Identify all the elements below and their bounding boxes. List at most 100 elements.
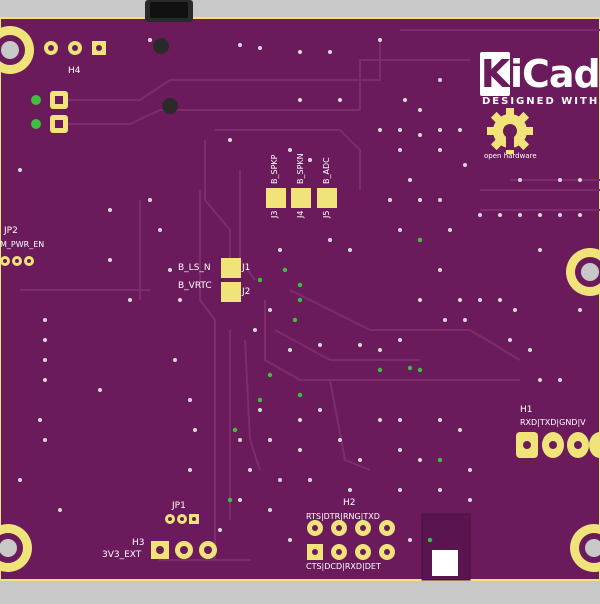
via-green: [267, 372, 273, 378]
h3-ref: H3: [132, 538, 145, 548]
h3-net: 3V3_EXT: [102, 550, 142, 560]
via-green: [297, 392, 303, 398]
via: [513, 308, 517, 312]
via: [508, 338, 512, 342]
via: [278, 248, 282, 252]
via: [358, 458, 362, 462]
h3-pads: [151, 541, 217, 559]
via: [168, 268, 172, 272]
h1-pads: [516, 432, 600, 458]
via: [578, 308, 582, 312]
large-vias: [153, 38, 178, 114]
via: [578, 213, 582, 217]
via-green: [257, 277, 263, 283]
via: [378, 418, 382, 422]
via: [538, 248, 542, 252]
via: [458, 298, 462, 302]
via: [558, 213, 562, 217]
via-green: [297, 297, 303, 303]
via: [228, 138, 232, 142]
via: [478, 213, 482, 217]
via: [328, 50, 332, 54]
via: [498, 213, 502, 217]
via: [218, 528, 222, 532]
via: [258, 408, 262, 412]
kicad-tagline: DESIGNED WITH: [482, 96, 600, 107]
via: [403, 98, 407, 102]
h2-pads: [307, 520, 395, 560]
via: [238, 438, 242, 442]
via: [288, 348, 292, 352]
via: [43, 318, 47, 322]
j3-net: B_SPKP: [270, 154, 279, 184]
open-hardware-label: open hardware: [484, 152, 537, 160]
kicad-logo: KiCad DESIGNED WITH open hardware: [480, 48, 600, 168]
via: [128, 298, 132, 302]
via: [308, 478, 312, 482]
h1-ref: H1: [520, 405, 533, 415]
via: [348, 488, 352, 492]
via: [388, 198, 392, 202]
via: [418, 133, 422, 137]
via-green: [407, 365, 413, 371]
h4-ref: H4: [68, 66, 81, 76]
via: [308, 158, 312, 162]
via: [148, 198, 152, 202]
via: [398, 418, 402, 422]
via: [538, 378, 542, 382]
via-green: [427, 537, 433, 543]
jp2-net: M_PWR_EN: [0, 240, 45, 249]
j5-net: B_ADC: [322, 157, 331, 184]
j4-ref: J4: [296, 210, 305, 218]
led-pads: [31, 91, 68, 133]
via-green: [282, 267, 288, 273]
via: [318, 408, 322, 412]
j4-net: B_SPKN: [296, 153, 305, 184]
via: [43, 438, 47, 442]
via: [438, 488, 442, 492]
via: [398, 128, 402, 132]
kicad-wordmark: KiCad: [480, 52, 600, 96]
j3-j4-j5-pads: [266, 188, 337, 208]
via: [438, 198, 442, 202]
via-green: [417, 237, 423, 243]
kicad-rest: iCad: [510, 52, 600, 96]
via: [338, 438, 342, 442]
via: [418, 458, 422, 462]
via: [438, 268, 442, 272]
via: [338, 98, 342, 102]
via: [438, 148, 442, 152]
gear-icon: [487, 108, 533, 154]
via: [468, 498, 472, 502]
j1-ref: J1: [242, 263, 251, 273]
via: [178, 298, 182, 302]
via: [288, 538, 292, 542]
via: [408, 538, 412, 542]
via: [438, 418, 442, 422]
via: [38, 418, 42, 422]
via: [238, 498, 242, 502]
via: [378, 348, 382, 352]
via: [258, 46, 262, 50]
jp1-pads: [165, 514, 199, 524]
via: [478, 298, 482, 302]
via: [398, 488, 402, 492]
vias: [18, 38, 582, 543]
via-green: [232, 427, 238, 433]
via: [518, 213, 522, 217]
via: [408, 178, 412, 182]
via: [158, 228, 162, 232]
via: [358, 343, 362, 347]
via: [518, 178, 522, 182]
via: [318, 343, 322, 347]
via-green: [377, 367, 383, 373]
via-green: [292, 317, 298, 323]
via: [58, 508, 62, 512]
via: [348, 248, 352, 252]
kicad-k-glyph: K: [480, 52, 510, 96]
via: [298, 418, 302, 422]
via: [438, 128, 442, 132]
via: [398, 228, 402, 232]
via: [238, 43, 242, 47]
